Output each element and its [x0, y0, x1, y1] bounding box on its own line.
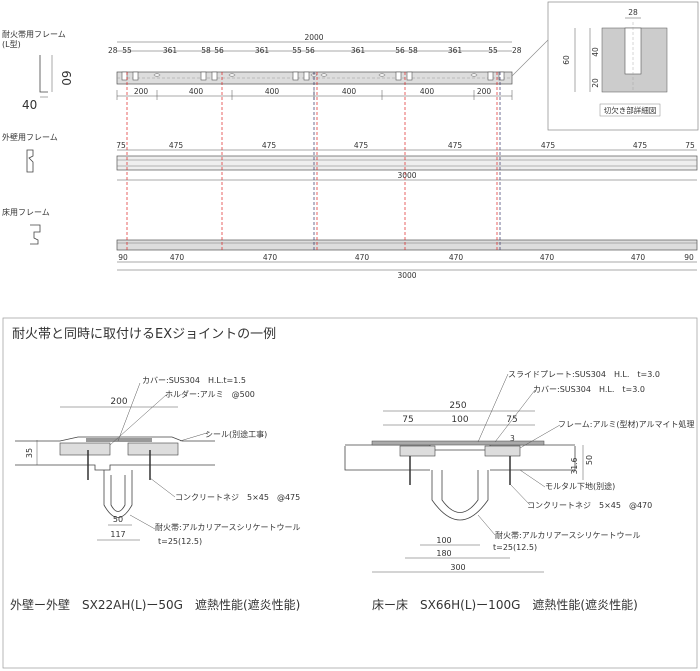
svg-text:400: 400 [265, 87, 280, 96]
svg-text:475: 475 [633, 141, 648, 150]
wall-frame-row: 75 475 475 475 475 475 475 75 3000 [116, 141, 698, 181]
svg-text:470: 470 [540, 253, 555, 262]
svg-text:200: 200 [110, 397, 127, 407]
svg-text:3000: 3000 [397, 171, 416, 180]
svg-text:400: 400 [342, 87, 357, 96]
svg-text:75: 75 [685, 141, 695, 150]
fire-frame-width: 40 [22, 98, 37, 112]
detail-caption: 切欠き部詳細図 [604, 105, 657, 115]
wall-frame-label: 外壁用フレーム [2, 132, 58, 142]
svg-text:t=25(12.5): t=25(12.5) [493, 543, 537, 552]
svg-text:400: 400 [420, 87, 435, 96]
floor-frame-row: 90 470 470 470 470 470 470 90 3000 [116, 239, 698, 280]
svg-text:58: 58 [201, 46, 211, 55]
notch-width: 28 [628, 8, 638, 17]
svg-text:475: 475 [354, 141, 369, 150]
svg-text:75: 75 [402, 415, 413, 425]
svg-text:250: 250 [449, 401, 466, 411]
fire-frame-sub: (L型) [2, 40, 21, 49]
left-joint-section: 200 35 50 117 カバー:SUS304 H.L.t=1.5 ホルダー:… [15, 376, 301, 546]
svg-text:56: 56 [395, 46, 405, 55]
floor-profile-icon [30, 224, 41, 245]
svg-text:470: 470 [263, 253, 278, 262]
l-profile-icon [39, 55, 53, 98]
svg-text:3: 3 [510, 434, 515, 443]
right-example-caption: 床ー床 SX66H(L)ー100G 遮熱性能(遮炎性能) [372, 597, 638, 612]
svg-text:コンクリートネジ 5×45 @470: コンクリートネジ 5×45 @470 [527, 501, 652, 510]
fire-frame-row: 2000 28 55 361 58 56 361 55 56 361 56 58… [108, 33, 522, 100]
svg-text:フレーム:アルミ(型材)アルマイト処理: フレーム:アルミ(型材)アルマイト処理 [558, 419, 695, 429]
svg-text:t=25(12.5): t=25(12.5) [158, 537, 202, 546]
svg-text:470: 470 [170, 253, 185, 262]
fire-frame-label: 耐火帯用フレーム [2, 29, 66, 39]
svg-text:361: 361 [163, 46, 178, 55]
svg-text:475: 475 [262, 141, 277, 150]
right-joint-section: 250 75 100 75 3 31.6 50 100 180 300 スライド… [344, 370, 695, 573]
wall-profile-icon [26, 149, 34, 173]
svg-text:35: 35 [25, 448, 34, 458]
svg-text:50: 50 [585, 455, 594, 465]
svg-text:カバー:SUS304 H.L. t=3.0: カバー:SUS304 H.L. t=3.0 [533, 385, 645, 394]
svg-text:361: 361 [351, 46, 366, 55]
svg-text:3000: 3000 [397, 271, 416, 280]
left-example-caption: 外壁ー外壁 SX22AH(L)ー50G 遮熱性能(遮炎性能) [10, 597, 300, 612]
svg-text:耐火帯:アルカリアースシリケートウール: 耐火帯:アルカリアースシリケートウール [495, 530, 641, 540]
svg-text:470: 470 [355, 253, 370, 262]
svg-text:コンクリートネジ 5×45 @475: コンクリートネジ 5×45 @475 [175, 493, 300, 502]
svg-text:300: 300 [450, 563, 465, 572]
example-section-box [2, 317, 698, 669]
svg-text:スライドプレート:SUS304 H.L. t=3.0: スライドプレート:SUS304 H.L. t=3.0 [508, 370, 660, 379]
svg-text:28: 28 [512, 46, 522, 55]
svg-text:90: 90 [684, 253, 694, 262]
svg-text:100: 100 [451, 415, 468, 425]
svg-text:475: 475 [541, 141, 556, 150]
fire-frame-height: 60 [59, 70, 73, 85]
svg-text:117: 117 [110, 530, 125, 539]
svg-text:100: 100 [436, 536, 451, 545]
svg-text:58: 58 [408, 46, 418, 55]
svg-text:470: 470 [449, 253, 464, 262]
section-title: 耐火帯と同時に取付けるEXジョイントの一例 [12, 327, 276, 342]
notch-upper: 40 [591, 47, 600, 57]
svg-text:400: 400 [189, 87, 204, 96]
svg-text:モルタル下地(別途): モルタル下地(別途) [545, 481, 615, 491]
svg-text:55: 55 [292, 46, 302, 55]
fire-frame-total: 2000 [304, 33, 323, 42]
notch-height: 60 [562, 55, 571, 65]
svg-text:31.6: 31.6 [570, 457, 579, 474]
svg-text:カバー:SUS304 H.L.t=1.5: カバー:SUS304 H.L.t=1.5 [142, 376, 246, 385]
notch-detail-box: 28 60 40 20 切欠き部詳細図 [511, 1, 699, 131]
svg-text:361: 361 [255, 46, 270, 55]
svg-text:475: 475 [169, 141, 184, 150]
svg-text:56: 56 [214, 46, 224, 55]
svg-text:75: 75 [116, 141, 126, 150]
svg-text:200: 200 [477, 87, 492, 96]
svg-text:470: 470 [631, 253, 646, 262]
svg-text:耐火帯:アルカリアースシリケートウール: 耐火帯:アルカリアースシリケートウール [155, 522, 301, 532]
svg-text:ホルダー:アルミ @500: ホルダー:アルミ @500 [165, 389, 255, 399]
svg-text:28: 28 [108, 46, 118, 55]
svg-text:361: 361 [448, 46, 463, 55]
svg-text:50: 50 [113, 515, 123, 524]
svg-text:55: 55 [122, 46, 132, 55]
floor-frame-label: 床用フレーム [2, 207, 50, 217]
svg-text:56: 56 [305, 46, 315, 55]
svg-text:90: 90 [118, 253, 128, 262]
svg-text:180: 180 [436, 549, 451, 558]
svg-text:55: 55 [488, 46, 498, 55]
svg-text:475: 475 [448, 141, 463, 150]
svg-text:シール(別途工事): シール(別途工事) [205, 429, 267, 439]
svg-text:200: 200 [134, 87, 149, 96]
notch-lower: 20 [591, 78, 600, 88]
